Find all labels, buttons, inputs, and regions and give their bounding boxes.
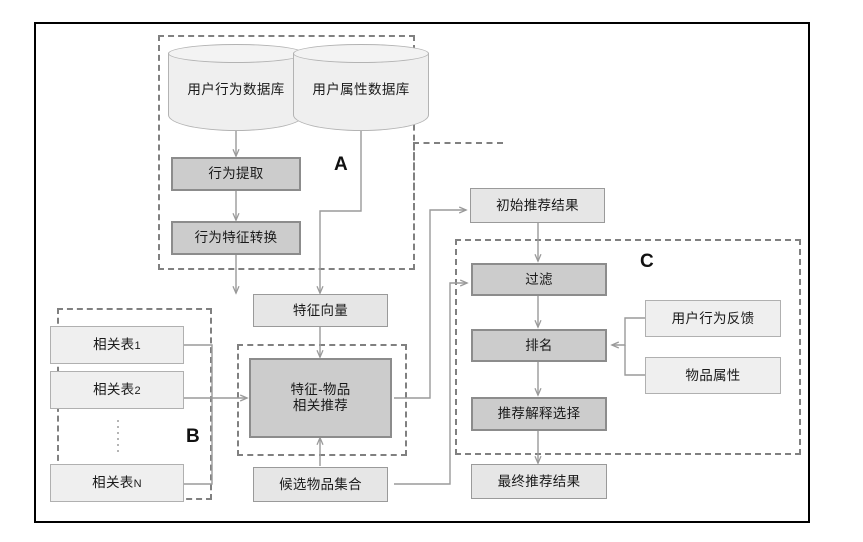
- node-final-rec-result[interactable]: 最终推荐结果: [471, 464, 607, 499]
- node-label: 推荐解释选择: [497, 406, 581, 422]
- node-label: 初始推荐结果: [496, 197, 579, 213]
- node-label: 物品属性: [685, 367, 741, 383]
- node-label: 行为特征转换: [194, 230, 278, 246]
- node-behavior-extract[interactable]: 行为提取: [171, 157, 301, 191]
- node-label: 相关表2: [93, 382, 141, 398]
- ellipsis-dots: [116, 420, 119, 452]
- node-related-table-n[interactable]: 相关表N: [50, 464, 184, 502]
- node-feature-item-recommendation[interactable]: 特征-物品 相关推荐: [249, 358, 392, 438]
- node-related-table-1[interactable]: 相关表1: [50, 326, 184, 364]
- table-index: 1: [134, 340, 141, 353]
- node-item-attribute[interactable]: 物品属性: [645, 357, 781, 394]
- table-index: 2: [134, 385, 141, 398]
- node-label-line-1: 特征-物品: [290, 382, 351, 398]
- node-label: 用户属性数据库: [312, 81, 410, 97]
- node-label: 特征向量: [292, 302, 349, 318]
- node-candidate-item-set[interactable]: 候选物品集合: [253, 467, 388, 502]
- node-label: 相关表N: [92, 475, 142, 491]
- node-related-table-2[interactable]: 相关表2: [50, 371, 184, 409]
- node-label-line-2: 相关推荐: [292, 398, 349, 413]
- cylinder-top-ellipse: [293, 44, 429, 63]
- table-index: N: [133, 478, 142, 491]
- node-behavior-feature-transform[interactable]: 行为特征转换: [171, 221, 301, 255]
- node-user-behavior-db[interactable]: 用户行为数据库: [168, 44, 304, 131]
- node-label: 最终推荐结果: [497, 473, 581, 489]
- node-label: 过滤: [525, 271, 553, 287]
- cylinder-body: [168, 53, 304, 131]
- group-box-a-extension: [413, 142, 415, 270]
- node-label: 用户行为数据库: [187, 81, 285, 97]
- node-label: 排名: [525, 337, 553, 353]
- node-initial-rec-result[interactable]: 初始推荐结果: [470, 188, 605, 223]
- node-user-behavior-feedback[interactable]: 用户行为反馈: [645, 300, 781, 337]
- node-ranking[interactable]: 排名: [471, 329, 607, 362]
- node-feature-vector[interactable]: 特征向量: [253, 294, 388, 327]
- node-filter[interactable]: 过滤: [471, 263, 607, 296]
- node-rec-explanation-select[interactable]: 推荐解释选择: [471, 397, 607, 431]
- group-label-a: A: [334, 154, 348, 175]
- node-label: 候选物品集合: [279, 476, 362, 492]
- group-label-b: B: [186, 426, 200, 447]
- node-label: 行为提取: [208, 166, 264, 182]
- node-label: 用户行为反馈: [671, 310, 755, 326]
- node-label: 相关表1: [93, 337, 141, 353]
- node-user-attribute-db[interactable]: 用户属性数据库: [293, 44, 429, 131]
- group-label-c: C: [640, 251, 654, 272]
- group-box-a-top-right: [413, 142, 503, 144]
- cylinder-body: [293, 53, 429, 131]
